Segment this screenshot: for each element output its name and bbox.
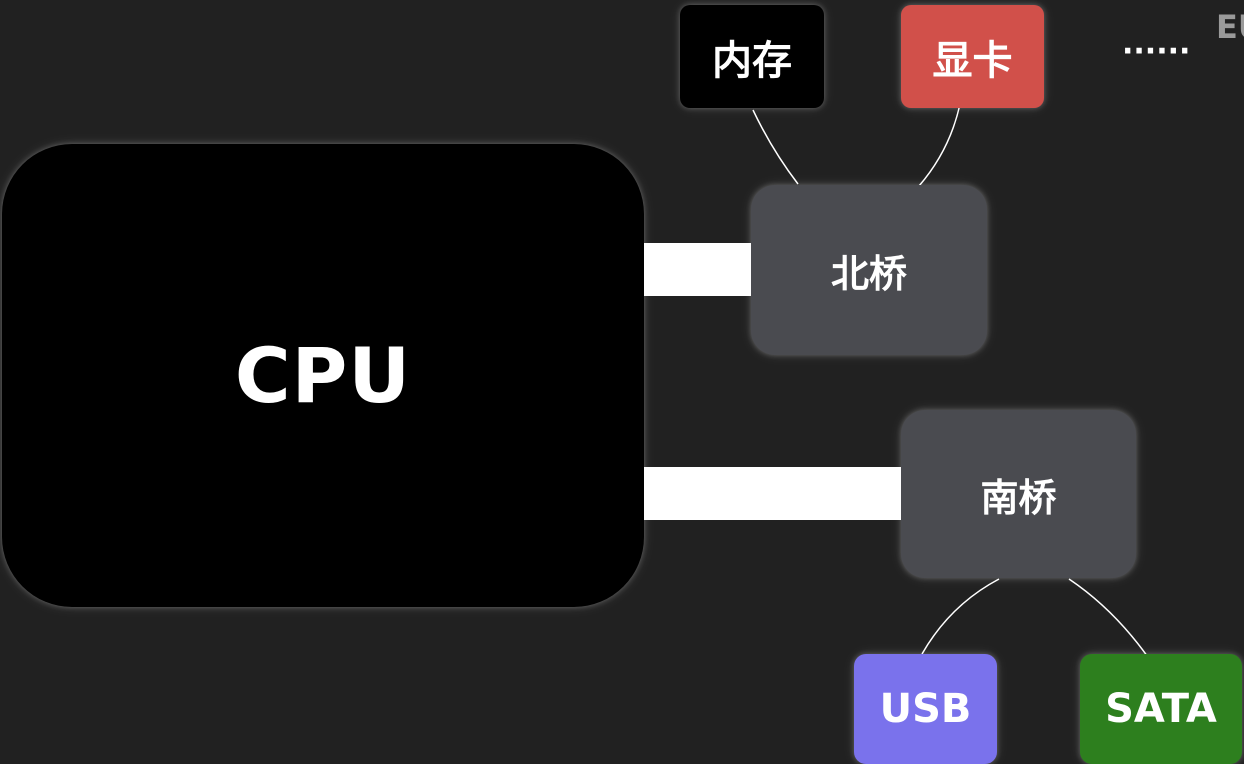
- line-gpu-northbridge: [918, 103, 961, 187]
- southbridge-block: 南桥: [901, 410, 1136, 578]
- northbridge-block: 北桥: [751, 185, 987, 355]
- sata-block: SATA: [1080, 654, 1242, 764]
- gpu-label: 显卡: [932, 37, 1013, 84]
- sata-label: SATA: [1105, 686, 1217, 732]
- cpu-block: CPU: [2, 144, 644, 607]
- memory-block: 内存: [680, 5, 824, 108]
- cpu-southbridge-bus: [644, 467, 902, 520]
- southbridge-label: 南桥: [980, 475, 1057, 520]
- cpu-northbridge-bus: [644, 243, 752, 296]
- northbridge-label: 北桥: [830, 251, 907, 296]
- gpu-block: 显卡: [901, 5, 1044, 108]
- line-southbridge-sata: [1068, 578, 1151, 661]
- more-devices-ellipsis: ······: [1122, 34, 1191, 69]
- cpu-label: CPU: [234, 331, 412, 420]
- memory-label: 内存: [712, 37, 792, 84]
- line-memory-northbridge: [752, 109, 799, 185]
- usb-label: USB: [879, 686, 972, 732]
- line-southbridge-usb: [921, 578, 1000, 655]
- corner-text: EU: [1216, 8, 1244, 46]
- usb-block: USB: [854, 654, 997, 764]
